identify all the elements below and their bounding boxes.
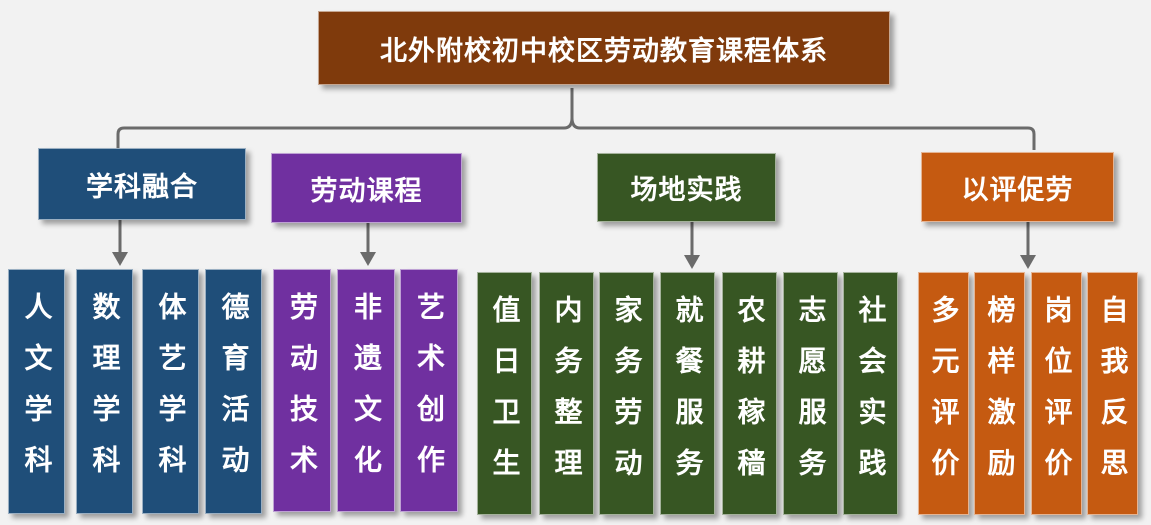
diagram-title: 北外附校初中校区劳动教育课程体系 [318, 11, 890, 85]
leaf-item: 数理学科 [76, 269, 133, 514]
leaf-item: 劳动技术 [273, 269, 331, 512]
leaf-item: 家务劳动 [599, 272, 654, 515]
leaf-item: 值日卫生 [477, 272, 532, 515]
arrow-head [1020, 255, 1036, 269]
leaf-item: 就餐服务 [660, 272, 715, 515]
bracket-line [116, 117, 1036, 150]
category-evaluation: 以评促劳 [921, 152, 1114, 222]
leaf-item: 岗位评价 [1031, 272, 1082, 515]
leaf-item: 体艺学科 [142, 269, 199, 514]
leaf-item: 多元评价 [918, 272, 969, 515]
leaf-item: 志愿服务 [783, 272, 838, 515]
arrow-head [112, 252, 128, 266]
leaf-item: 内务整理 [539, 272, 594, 515]
leaf-item: 非遗文化 [337, 269, 395, 512]
category-site-practice: 场地实践 [597, 153, 776, 222]
category-subject-integration: 学科融合 [38, 148, 246, 220]
leaf-item: 农耕稼穑 [722, 272, 777, 515]
leaf-item: 自我反思 [1087, 272, 1138, 515]
category-labor-courses: 劳动课程 [271, 153, 462, 223]
leaf-item: 榜样激励 [974, 272, 1025, 515]
leaf-item: 社会实践 [843, 272, 898, 515]
leaf-item: 德育活动 [205, 269, 262, 514]
arrow-head [684, 255, 700, 269]
arrow-head [360, 252, 376, 266]
leaf-item: 艺术创作 [400, 269, 458, 512]
leaf-item: 人文学科 [8, 269, 65, 514]
